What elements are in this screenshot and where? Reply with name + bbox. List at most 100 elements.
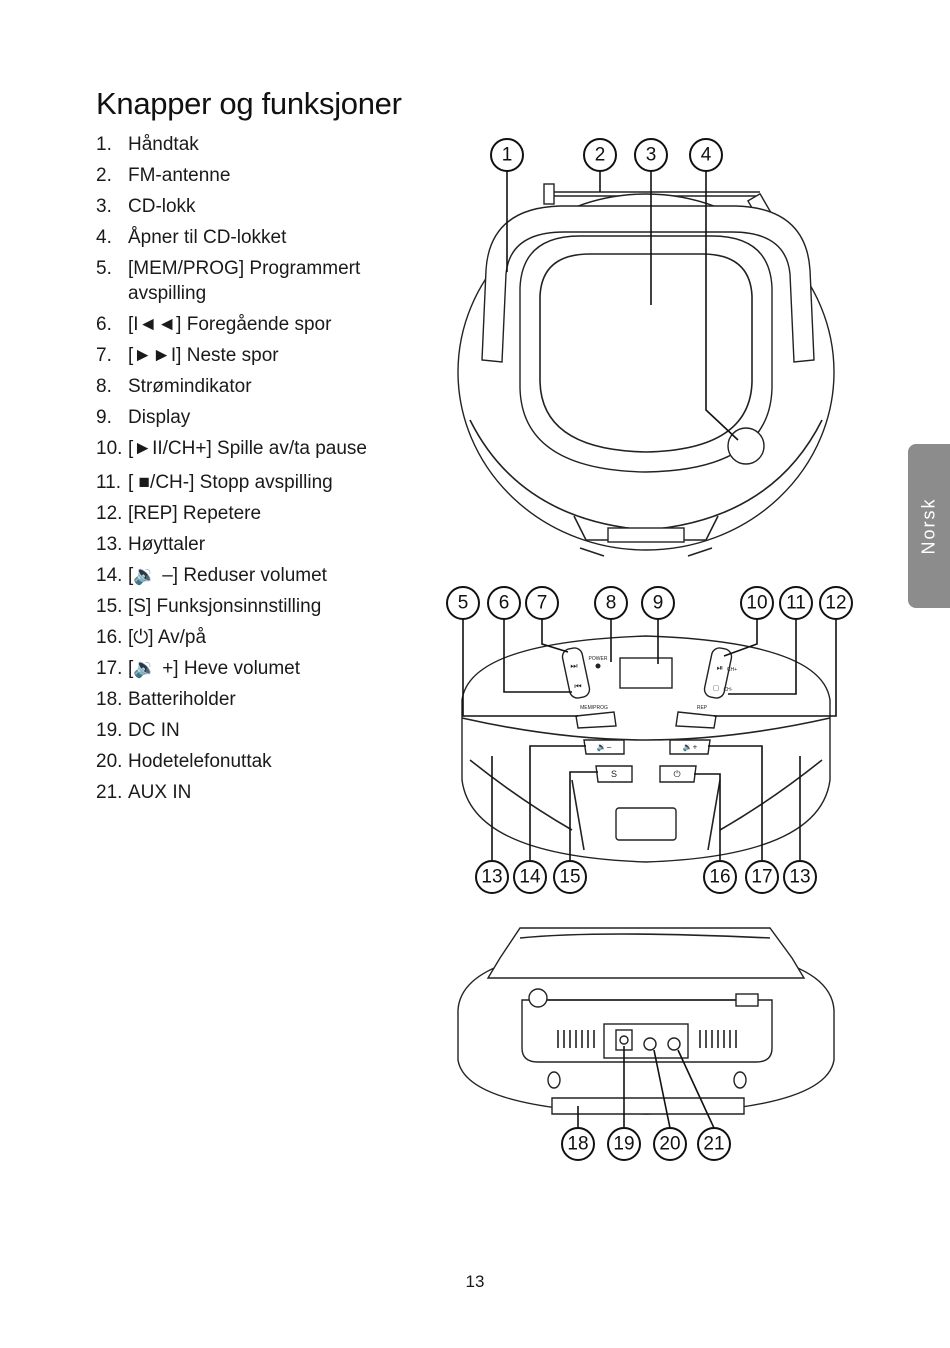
language-tab: Norsk: [908, 444, 950, 608]
list-item: 15.[S] Funksjonsinnstilling: [96, 596, 322, 617]
stop-glyph: □: [714, 684, 719, 693]
list-item: 6.[I◄◄] Foregående spor: [96, 314, 332, 335]
list-item: 18.Batteriholder: [96, 689, 236, 710]
callout-8: 8: [594, 586, 628, 620]
callout-17: 17: [745, 860, 779, 894]
svg-text:8: 8: [606, 593, 617, 614]
leader-14: [529, 745, 586, 860]
svg-text:19: 19: [613, 1134, 634, 1155]
callout-2: 2: [583, 138, 617, 172]
callout-1: 1: [490, 138, 524, 172]
callout-19: 19: [607, 1127, 641, 1161]
svg-text:21: 21: [703, 1134, 724, 1155]
callout-9: 9: [641, 586, 675, 620]
list-item: 13.Høyttaler: [96, 534, 206, 555]
leader-21: [677, 1049, 715, 1129]
display-panel: [619, 657, 673, 689]
right-vent: [699, 1030, 737, 1048]
list-item: 21.AUX IN: [96, 782, 192, 803]
handle: [481, 205, 815, 363]
list-item: 19.DC IN: [96, 720, 180, 741]
mem-prog-button: [575, 711, 617, 729]
power-led: [595, 663, 601, 669]
function-s-button: [595, 765, 633, 783]
front-grille-lines: [571, 779, 721, 851]
svg-text:10: 10: [746, 593, 767, 614]
callout-14: 14: [513, 860, 547, 894]
function-s-glyph: S: [611, 769, 617, 779]
list-item: 1.Håndtak: [96, 134, 199, 155]
callout-20: 20: [653, 1127, 687, 1161]
list-item: 9.Display: [96, 407, 191, 428]
svg-text:9: 9: [653, 593, 664, 614]
svg-text:7: 7: [537, 593, 548, 614]
page-title: Knapper og funksjoner: [96, 86, 402, 121]
callout-18: 18: [561, 1127, 595, 1161]
list-item: 17.[🔉 +] Heve volumet: [96, 658, 301, 679]
front-view-drawing: POWER ⏭ ⏮ ⏯ □ CH+ CH- MEM/PROG REP 🔉– 🔉+…: [461, 619, 837, 863]
headphone-jack: [643, 1037, 657, 1051]
mem-prog-label: MEM/PROG: [580, 705, 608, 711]
skip-button-panel: [561, 647, 591, 699]
svg-text:2: 2: [595, 145, 606, 166]
svg-text:15: 15: [559, 867, 580, 888]
svg-text:1: 1: [502, 145, 513, 166]
leader-20: [653, 1049, 671, 1129]
rep-label: REP: [697, 705, 708, 711]
svg-text:20: 20: [659, 1134, 680, 1155]
antenna-pivot: [528, 988, 548, 1008]
callout-11: 11: [779, 586, 813, 620]
leader-7: [541, 619, 569, 653]
svg-text:11: 11: [786, 593, 806, 614]
list-item: 7.[►►I] Neste spor: [96, 345, 279, 366]
play-stop-panel: [703, 647, 733, 699]
leader-15: [569, 771, 598, 860]
top-front-buttons: [579, 547, 713, 557]
leader-6: [503, 619, 572, 693]
page-number: 13: [465, 1272, 485, 1291]
svg-text:6: 6: [499, 593, 510, 614]
svg-text:17: 17: [751, 867, 772, 888]
next-track-glyph: ⏭: [570, 662, 577, 671]
antenna-clip: [735, 993, 759, 1007]
antenna-left-end: [543, 183, 555, 205]
list-item: 14.[🔉 –] Reduser volumet: [96, 565, 327, 586]
leader-4: [705, 171, 739, 441]
callout-7: 7: [525, 586, 559, 620]
front-body-seam: [461, 717, 831, 741]
top-display-window: [607, 527, 685, 543]
leader-16: [694, 773, 721, 860]
list-item: 11.[ ■/CH-] Stopp avspilling: [96, 472, 333, 493]
rear-handle: [486, 927, 806, 979]
leader-5: [462, 619, 578, 717]
svg-text:14: 14: [519, 867, 541, 888]
rear-foot-left: [547, 1071, 561, 1089]
list-item: 5.[MEM/PROG] Programmert avspilling: [96, 258, 361, 304]
function-list: 1.Håndtak 2.FM-antenne 3.CD-lokk 4.Åpner…: [96, 132, 426, 811]
ch-plus-label: CH+: [727, 667, 737, 673]
svg-text:3: 3: [646, 145, 657, 166]
aux-in-jack: [667, 1037, 681, 1051]
list-item: 10.[►II/CH+] Spille av/ta pause: [96, 438, 368, 459]
rear-handle-top: [519, 933, 771, 939]
leader-12: [714, 619, 837, 717]
svg-text:18: 18: [567, 1134, 588, 1155]
power-led-label: POWER: [589, 656, 608, 662]
volume-up-button: [669, 739, 711, 755]
top-view-drawing: [457, 171, 835, 557]
callout-6: 6: [487, 586, 521, 620]
list-item: 3.CD-lokk: [96, 196, 196, 217]
svg-text:13: 13: [789, 867, 810, 888]
list-item: 12.[REP] Repetere: [96, 503, 262, 524]
power-glyph: ⏻: [673, 769, 680, 779]
rear-foot-right: [733, 1071, 747, 1089]
callout-21: 21: [697, 1127, 731, 1161]
leader-17: [708, 745, 763, 860]
callout-5: 5: [446, 586, 480, 620]
list-item: 16.[⏻] Av/på: [96, 627, 207, 648]
svg-text:4: 4: [701, 145, 712, 166]
cd-lid-inner: [539, 253, 753, 453]
prev-track-glyph: ⏮: [574, 682, 581, 691]
volume-down-glyph: 🔉–: [597, 743, 612, 752]
dc-in-pin: [619, 1035, 629, 1045]
